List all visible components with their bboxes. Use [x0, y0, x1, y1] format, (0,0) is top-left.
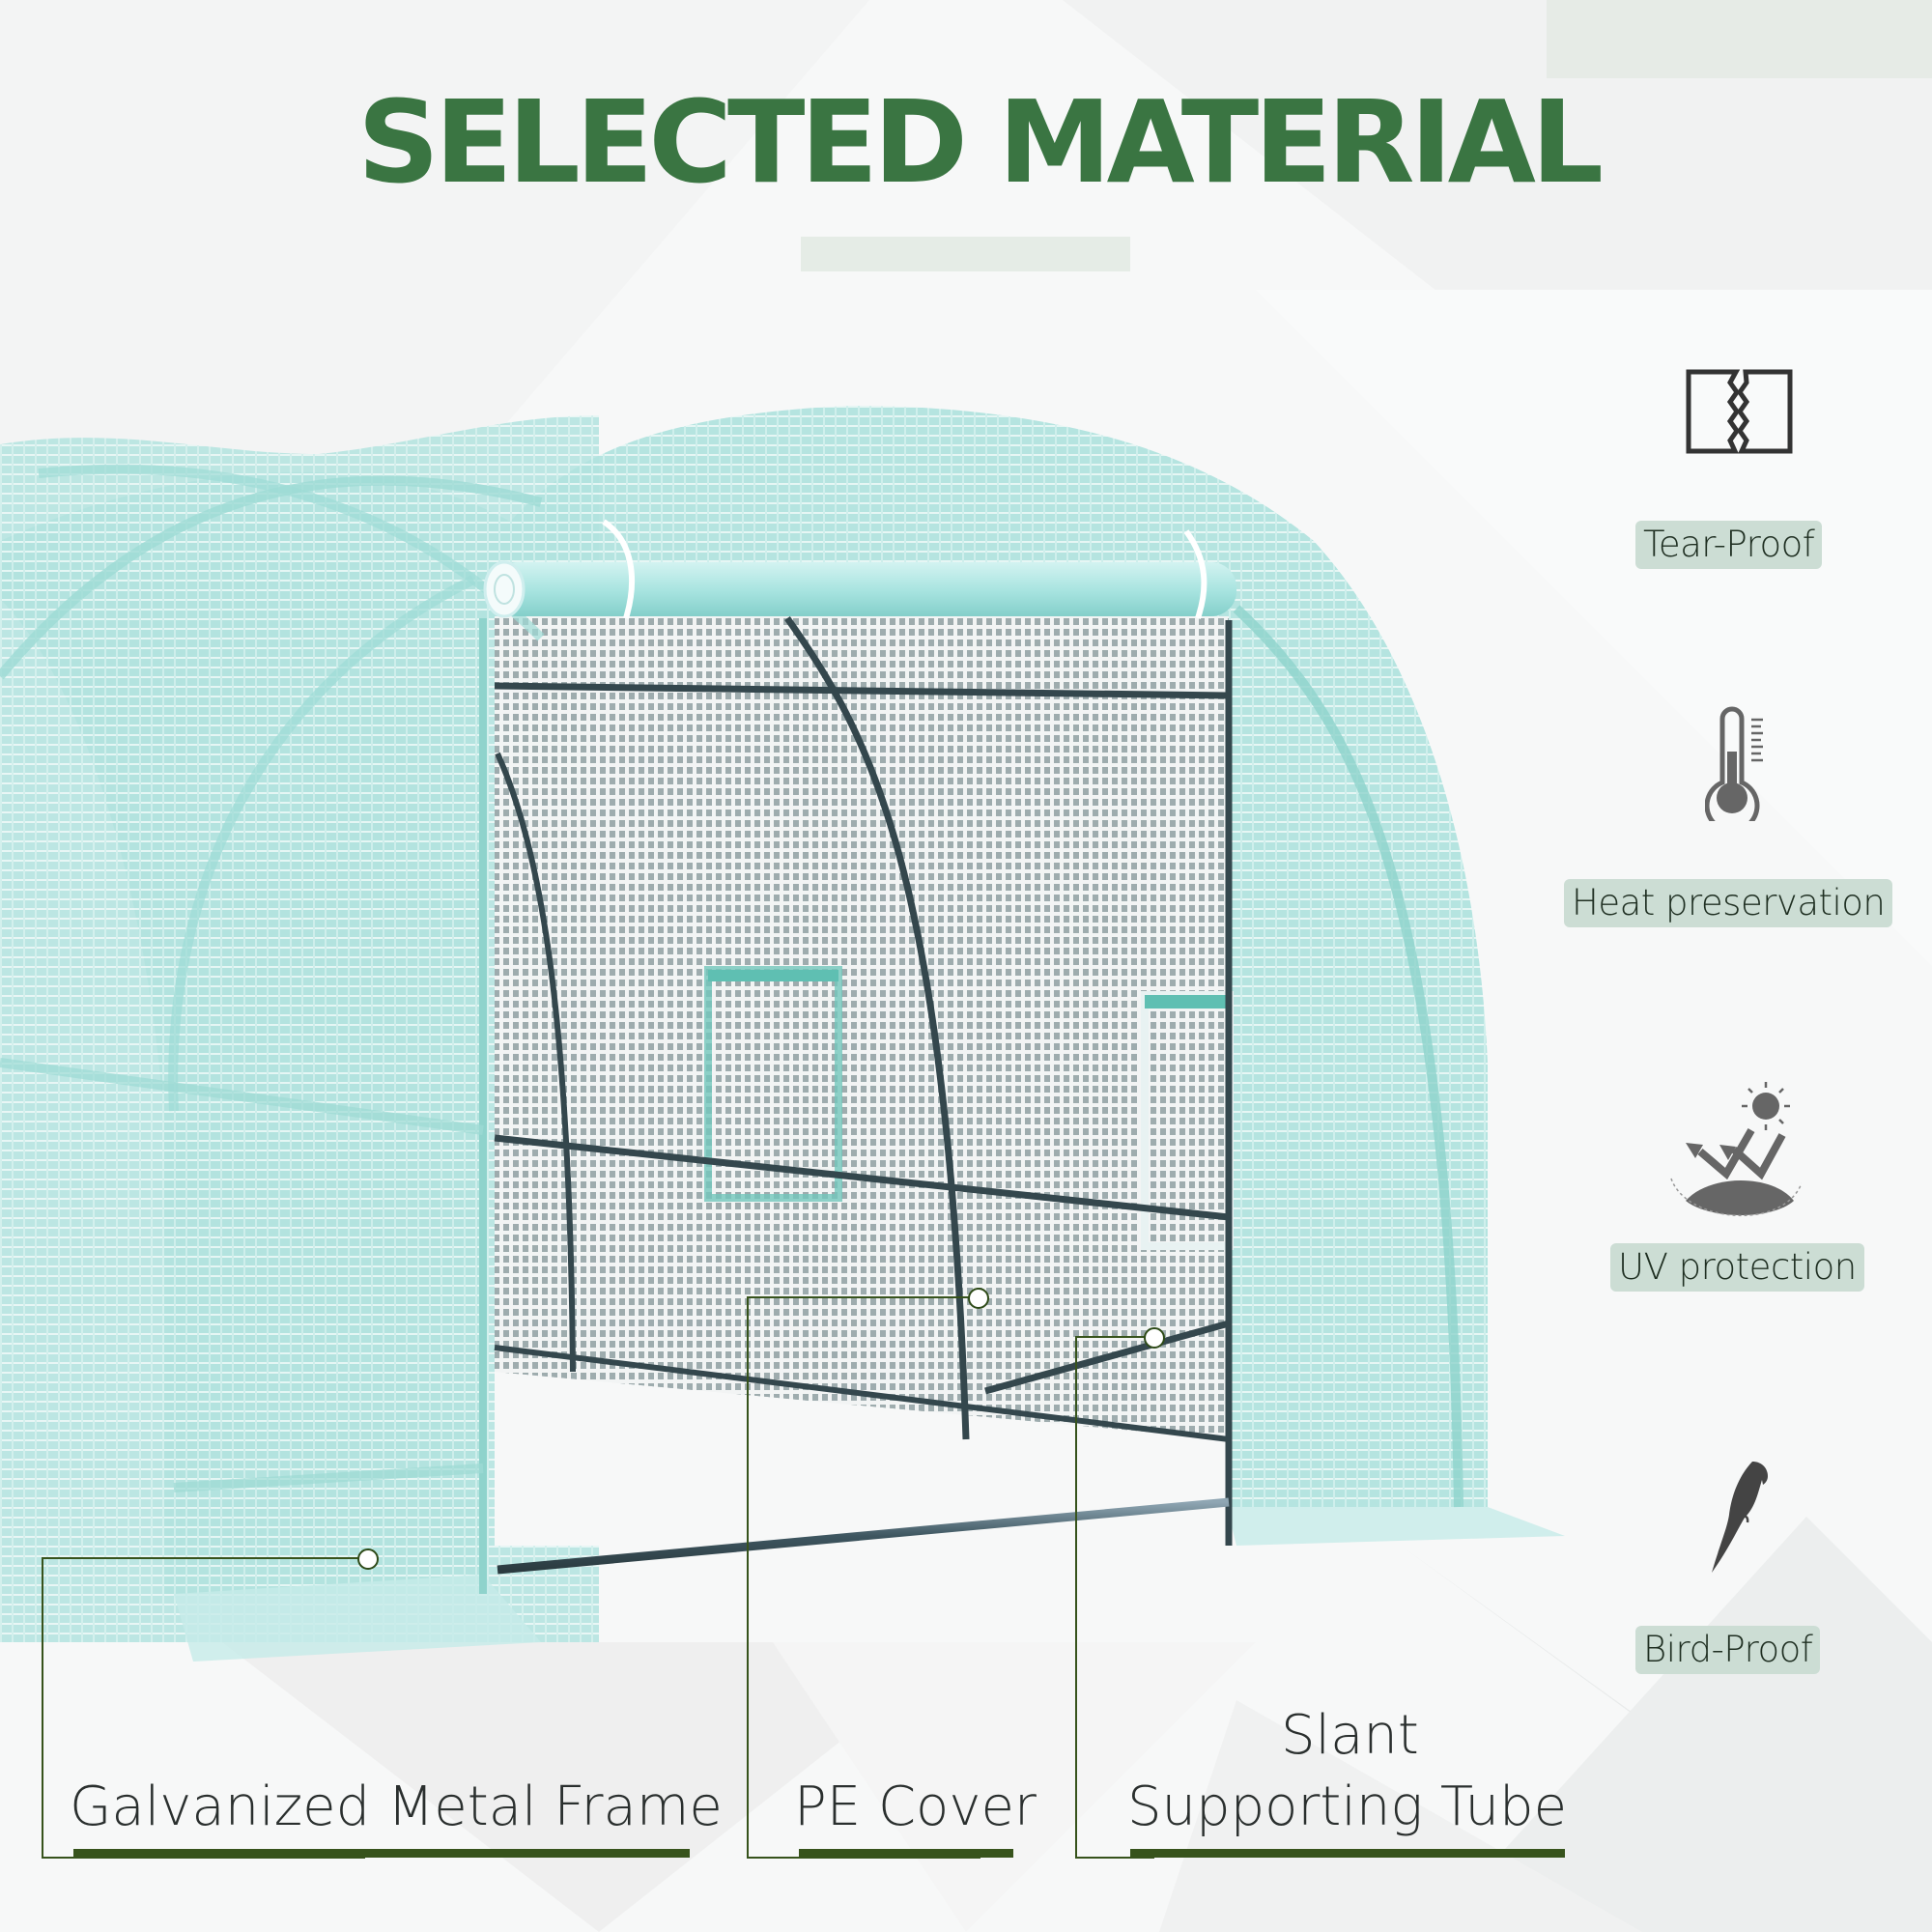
roll-tie-2	[1183, 529, 1208, 619]
callout-slant-line1: Slant	[1281, 1704, 1419, 1767]
thermometer-icon	[1705, 706, 1763, 821]
feature-label-bird-proof: Bird-Proof	[1635, 1626, 1821, 1674]
corner-accent-bar	[1547, 0, 1932, 78]
feature-label-uv-protection: UV protection	[1610, 1243, 1864, 1292]
feature-label-tear-proof: Tear-Proof	[1635, 521, 1823, 569]
callout-leader-frame	[42, 1557, 365, 1859]
callout-leader-cover	[747, 1296, 980, 1859]
bird-icon	[1712, 1462, 1768, 1573]
callout-underline-tube	[1130, 1849, 1565, 1858]
callout-dot-tube	[1144, 1327, 1165, 1349]
callout-slant-line2: Supporting Tube	[1127, 1776, 1568, 1838]
callout-dot-frame	[357, 1548, 379, 1570]
uv-sun-icon	[1670, 1082, 1802, 1217]
left-side-panel	[0, 471, 541, 1595]
tear-proof-icon	[1686, 369, 1793, 454]
callout-leader-tube	[1075, 1336, 1154, 1859]
roll-tie-1	[602, 519, 635, 619]
callout-underline-cover	[799, 1849, 1013, 1858]
rolled-door	[493, 562, 1236, 616]
front-arch-cover	[473, 406, 1488, 1507]
callout-dot-cover	[968, 1288, 989, 1309]
feature-label-heat-preservation: Heat preservation	[1564, 879, 1893, 927]
ground-tube	[497, 1497, 1230, 1575]
callout-underline-frame	[73, 1849, 690, 1858]
slant-supporting-tube	[984, 1320, 1230, 1395]
callout-galvanized-metal-frame: Galvanized Metal Frame	[70, 1776, 723, 1838]
title-accent-bar	[801, 237, 1130, 271]
page-title: SELECTED MATERIAL	[357, 75, 1604, 209]
callout-pe-cover: PE Cover	[794, 1776, 1037, 1838]
